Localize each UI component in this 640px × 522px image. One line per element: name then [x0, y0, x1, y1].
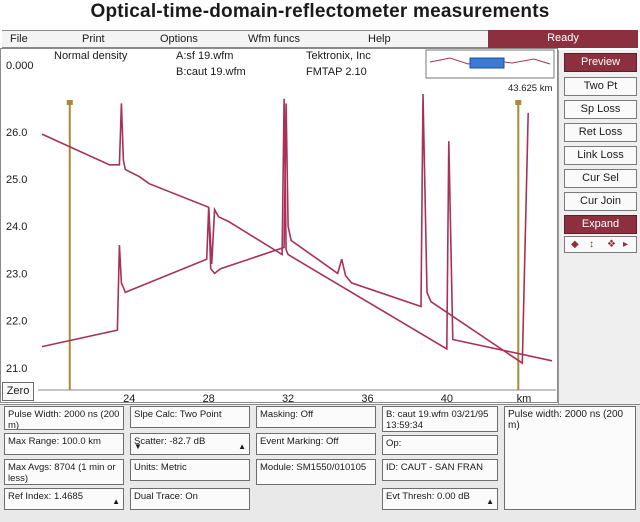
left-right-end-icon[interactable]: ▸ [623, 239, 629, 250]
cur-join-button[interactable]: Cur Join [564, 192, 637, 211]
cursor-marker [515, 100, 522, 105]
trace-series-b [41, 93, 529, 365]
waveform-b-label: B:caut 19.wfm [176, 66, 246, 78]
waveform-a-label: A:sf 19.wfm [176, 50, 234, 62]
y-tick-label: 26.0 [6, 127, 27, 139]
plot-frame [0, 48, 558, 403]
density-label: Normal density [54, 50, 128, 62]
y-tick-label: 22.0 [6, 316, 27, 328]
module-field[interactable]: Module: SM1550/010105 [256, 459, 376, 485]
sp-loss-button[interactable]: Sp Loss [564, 100, 637, 119]
operator-field[interactable]: Op: [382, 435, 498, 455]
navigation-arrows: ◆ ↕ ❖ ▸ [564, 236, 637, 253]
page-title: Optical-time-domain-reflectometer measur… [90, 1, 550, 22]
max-range-field[interactable]: Max Range: 100.0 km [4, 433, 124, 455]
trace-series-a [41, 98, 553, 362]
cursor-marker [66, 100, 73, 105]
y-tick-label: 25.0 [6, 174, 27, 186]
pulse-width-field[interactable]: Pulse Width: 2000 ns (200 m) [4, 406, 124, 430]
left-right-arrow-icon[interactable]: ◆ [571, 239, 579, 250]
event-marking-field[interactable]: Event Marking: Off [256, 433, 376, 455]
x-tick-label: 28 [203, 393, 215, 404]
menu-bar: File Print Options Wfm funcs Help Ready [2, 30, 638, 48]
slope-calc-field[interactable]: Slpe Calc: Two Point [130, 406, 250, 428]
expand-button[interactable]: Expand [564, 215, 637, 234]
y-tick-label: 21.0 [6, 363, 27, 375]
x-tick-label: 32 [282, 393, 294, 404]
top-value: 0.000 [6, 60, 34, 72]
arrow-down-icon[interactable]: ▼ [134, 442, 142, 451]
x-tick-label: 40 [441, 393, 453, 404]
x-tick-label: 36 [361, 393, 373, 404]
arrow-icon[interactable]: ▲ [486, 497, 494, 506]
y-tick-label: 23.0 [6, 268, 27, 280]
cur-sel-button[interactable]: Cur Sel [564, 169, 637, 188]
diamond-icon[interactable]: ❖ [607, 239, 616, 250]
arrow-up-icon[interactable]: ▲ [238, 442, 246, 451]
trace-chart[interactable]: 21.0 22.0 23.0 24.0 25.0 26.0 24 28 32 36 40 km [0, 48, 558, 404]
version-label: FMTAP 2.10 [306, 66, 367, 78]
menu-options[interactable]: Options [160, 33, 198, 45]
ret-loss-button[interactable]: Ret Loss [564, 123, 637, 142]
settings-panel: Pulse Width: 2000 ns (200 m) Max Range: … [0, 404, 640, 522]
side-toolbar: Preview Two Pt Sp Loss Ret Loss Link Los… [558, 50, 640, 406]
masking-field[interactable]: Masking: Off [256, 406, 376, 428]
units-field[interactable]: Units: Metric [130, 459, 250, 481]
menu-print[interactable]: Print [82, 33, 105, 45]
trace-plot[interactable]: 21.0 22.0 23.0 24.0 25.0 26.0 24 28 32 36 40 km 0.0… [0, 48, 558, 404]
cursor-readout: 43.625 km [508, 83, 553, 94]
vendor-label: Tektronix, Inc [306, 50, 371, 62]
link-loss-button[interactable]: Link Loss [564, 146, 637, 165]
info-box: Pulse width: 2000 ns (200 m) [504, 406, 636, 510]
up-down-arrow-icon[interactable]: ↕ [589, 239, 594, 250]
menu-help[interactable]: Help [368, 33, 391, 45]
x-tick-label: 24 [123, 393, 135, 404]
y-tick-label: 24.0 [6, 221, 27, 233]
preview-button[interactable]: Preview [564, 53, 637, 72]
event-threshold-field[interactable]: Evt Thresh: 0.00 dB▲ [382, 488, 498, 510]
zero-button[interactable]: Zero [2, 382, 34, 401]
max-avgs-field[interactable]: Max Avgs: 8704 (1 min or less) [4, 459, 124, 485]
ref-index-field[interactable]: Ref Index: 1.4685▲ [4, 488, 124, 510]
id-field[interactable]: ID: CAUT - SAN FRAN [382, 459, 498, 481]
x-unit-label: km [517, 393, 532, 404]
scatter-field[interactable]: Scatter: -82.7 dB▼▲ [130, 433, 250, 455]
preview-window [469, 57, 505, 69]
waveform-b-info[interactable]: B: caut 19.wfm 03/21/95 13:59:34 [382, 406, 498, 432]
dual-trace-field[interactable]: Dual Trace: On [130, 488, 250, 510]
status-badge: Ready [488, 30, 638, 48]
arrow-icon[interactable]: ▲ [112, 497, 120, 506]
two-pt-button[interactable]: Two Pt [564, 77, 637, 96]
menu-wfm-funcs[interactable]: Wfm funcs [248, 33, 300, 45]
menu-file[interactable]: File [10, 33, 28, 45]
